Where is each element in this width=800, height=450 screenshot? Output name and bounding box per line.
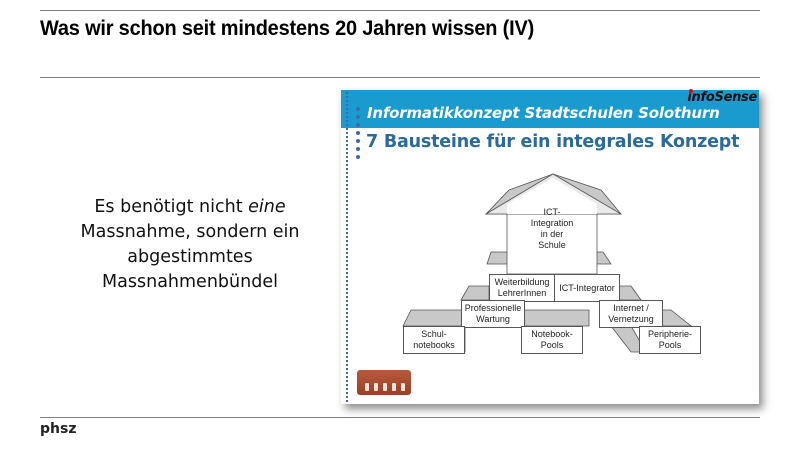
body-line1-prefix: Es benötigt nicht — [94, 197, 249, 217]
body-line4: Massnahmenbündel — [102, 272, 278, 292]
page-title: Was wir schon seit mindestens 20 Jahren … — [40, 17, 535, 40]
block-ict-integration: ICT- Integration in der Schule — [530, 207, 574, 250]
block-wartung: Professionelle Wartung — [461, 300, 525, 328]
block-notebook-pools: Notebook- Pools — [521, 326, 583, 354]
brick-icon — [357, 370, 411, 395]
dots-decoration-icon — [356, 107, 360, 163]
infosense-logo: infoSense — [687, 89, 757, 105]
slide-subtitle: 7 Bausteine für ein integrales Konzept — [366, 132, 740, 152]
embedded-slide-image: Informatikkonzept Stadtschulen Solothurn… — [341, 89, 759, 404]
dotted-line-decoration — [346, 92, 349, 402]
slide-header-band: Informatikkonzept Stadtschulen Solothurn… — [341, 89, 759, 128]
block-schulnotebooks: Schul- notebooks — [403, 326, 465, 354]
slide-header-title: Informatikkonzept Stadtschulen Solothurn — [367, 104, 720, 122]
body-text: Es benötigt nicht eine Massnahme, sonder… — [40, 195, 340, 295]
body-line1-emphasis: eine — [248, 197, 286, 217]
block-internet: Internet / Vernetzung — [599, 300, 663, 328]
footer-rule — [40, 417, 760, 418]
title-rule — [40, 77, 760, 78]
footer-logo-text: phsz — [40, 421, 77, 437]
top-rule — [40, 10, 760, 11]
body-line2: Massnahme, sondern ein — [80, 222, 300, 242]
body-line3: abgestimmtes — [127, 247, 253, 267]
logo-dot-icon — [689, 89, 694, 93]
block-peripherie-pools: Peripherie- Pools — [639, 326, 701, 354]
block-weiterbildung: Weiterbildung LehrerInnen — [489, 274, 555, 302]
logo-text: infoSense — [687, 90, 757, 105]
block-ict-integrator: ICT-Integrator — [554, 274, 620, 302]
